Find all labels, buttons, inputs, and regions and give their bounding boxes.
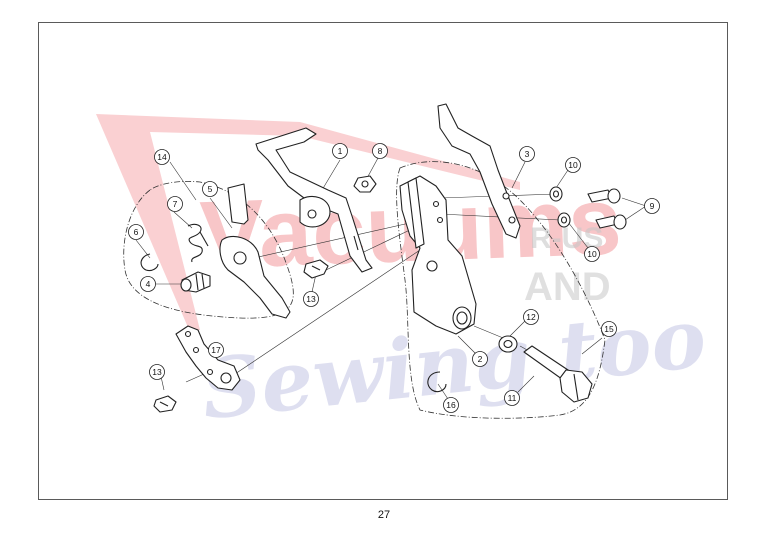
callout-17: 17 [208,342,224,358]
svg-text:8: 8 [378,146,383,156]
callout-13-upper: 13 [303,291,319,307]
callout-13-lower: 13 [149,364,165,380]
page-number: 27 [377,509,391,521]
callout-10-lower: 10 [584,246,600,262]
callout-15: 15 [601,321,617,337]
part-9-screws [587,188,627,230]
svg-text:16: 16 [446,400,456,410]
page-frame [38,22,728,500]
svg-text:15: 15 [604,324,614,334]
callout-2: 2 [472,351,488,367]
part-12-washer [498,335,518,353]
callout-12: 12 [523,309,539,325]
svg-text:11: 11 [508,393,517,403]
watermark: Vacuums R-US AND Sewing too [96,114,710,438]
callout-6: 6 [128,224,144,240]
svg-text:10: 10 [587,249,597,259]
part-2-block [399,175,477,335]
svg-text:6: 6 [134,227,139,237]
part-16-ring [427,371,447,393]
svg-text:14: 14 [157,152,167,162]
svg-text:10: 10 [568,160,578,170]
svg-text:17: 17 [211,345,221,355]
part-17-bracket [175,325,241,391]
callout-9: 9 [644,198,660,214]
callout-14: 14 [154,149,170,165]
part-13-screw-lower [153,395,177,413]
part-11-bolt [523,345,593,403]
svg-text:9: 9 [650,201,655,211]
callout-labels: 1 2 3 4 5 6 7 8 9 10 10 11 12 13 13 14 1… [128,143,660,413]
watermark-side-2: AND [524,265,611,309]
callout-11: 11 [504,390,520,406]
svg-text:13: 13 [152,367,162,377]
callout-10-upper: 10 [565,157,581,173]
part-6-ring [140,253,159,272]
part-3-arm [437,103,521,239]
callout-16: 16 [443,397,459,413]
part-13-screw-upper [303,259,329,279]
callout-3: 3 [519,146,535,162]
svg-text:7: 7 [173,199,178,209]
callout-5: 5 [202,181,218,197]
part-1-lever [255,127,373,273]
svg-text:5: 5 [208,184,213,194]
svg-text:4: 4 [146,279,151,289]
part-7-spring [187,223,209,263]
group-outline-15 [396,161,606,419]
parts [140,103,627,413]
svg-text:3: 3 [525,149,530,159]
callout-4: 4 [140,276,156,292]
svg-text:1: 1 [338,146,343,156]
watermark-red-swoosh [96,114,520,332]
part-5-plate [219,183,291,319]
callout-7: 7 [167,196,183,212]
svg-text:12: 12 [526,312,536,322]
svg-text:2: 2 [478,354,483,364]
svg-text:13: 13 [306,294,316,304]
callout-1: 1 [332,143,348,159]
part-10-washers [549,186,571,228]
callout-8: 8 [372,143,388,159]
part-8-nut [353,175,377,193]
part-4-stud [180,271,211,293]
